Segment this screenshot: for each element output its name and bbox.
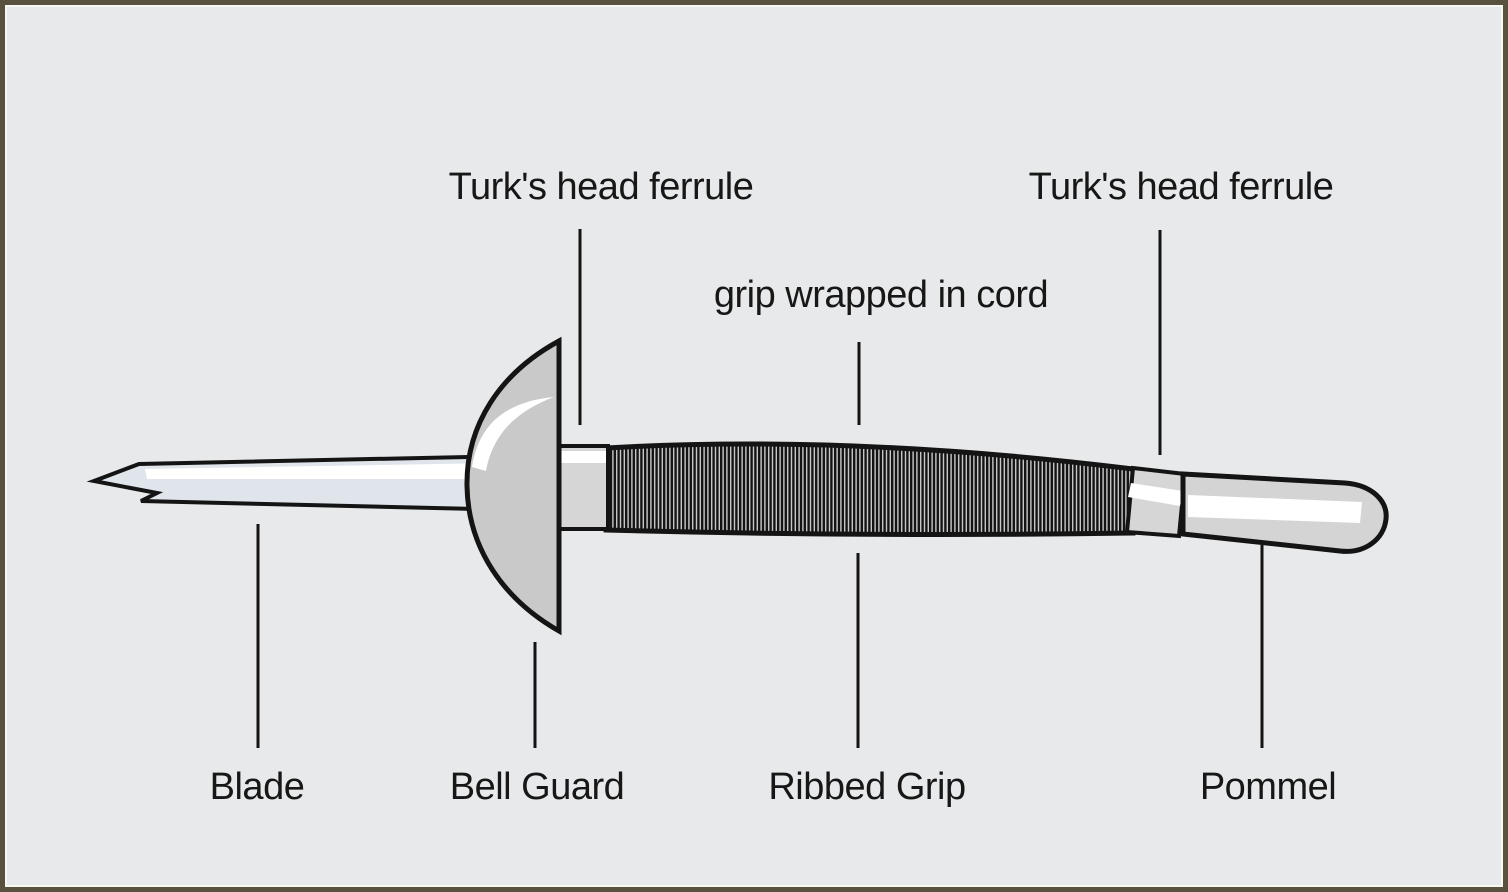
- label-grip-wrapped-in-cord: grip wrapped in cord: [713, 274, 1049, 316]
- bell-guard-shape: [464, 336, 562, 636]
- label-bell-guard: Bell Guard: [449, 766, 625, 808]
- sword-illustration: [86, 229, 1389, 748]
- bell-guard-highlight: [472, 397, 554, 471]
- ferrule-front-highlight: [560, 451, 606, 463]
- label-ribbed-grip: Ribbed Grip: [768, 766, 966, 808]
- label-turks-head-ferrule-left: Turk's head ferrule: [448, 166, 754, 208]
- label-turks-head-ferrule-right: Turk's head ferrule: [1028, 166, 1334, 208]
- pommel-highlight: [1188, 495, 1362, 523]
- label-pommel: Pommel: [1199, 766, 1337, 808]
- blade-highlight: [145, 462, 555, 479]
- ferrule-rear-highlight: [1128, 483, 1183, 506]
- ribbed-grip-shape: [603, 441, 1136, 537]
- label-blade: Blade: [209, 766, 305, 808]
